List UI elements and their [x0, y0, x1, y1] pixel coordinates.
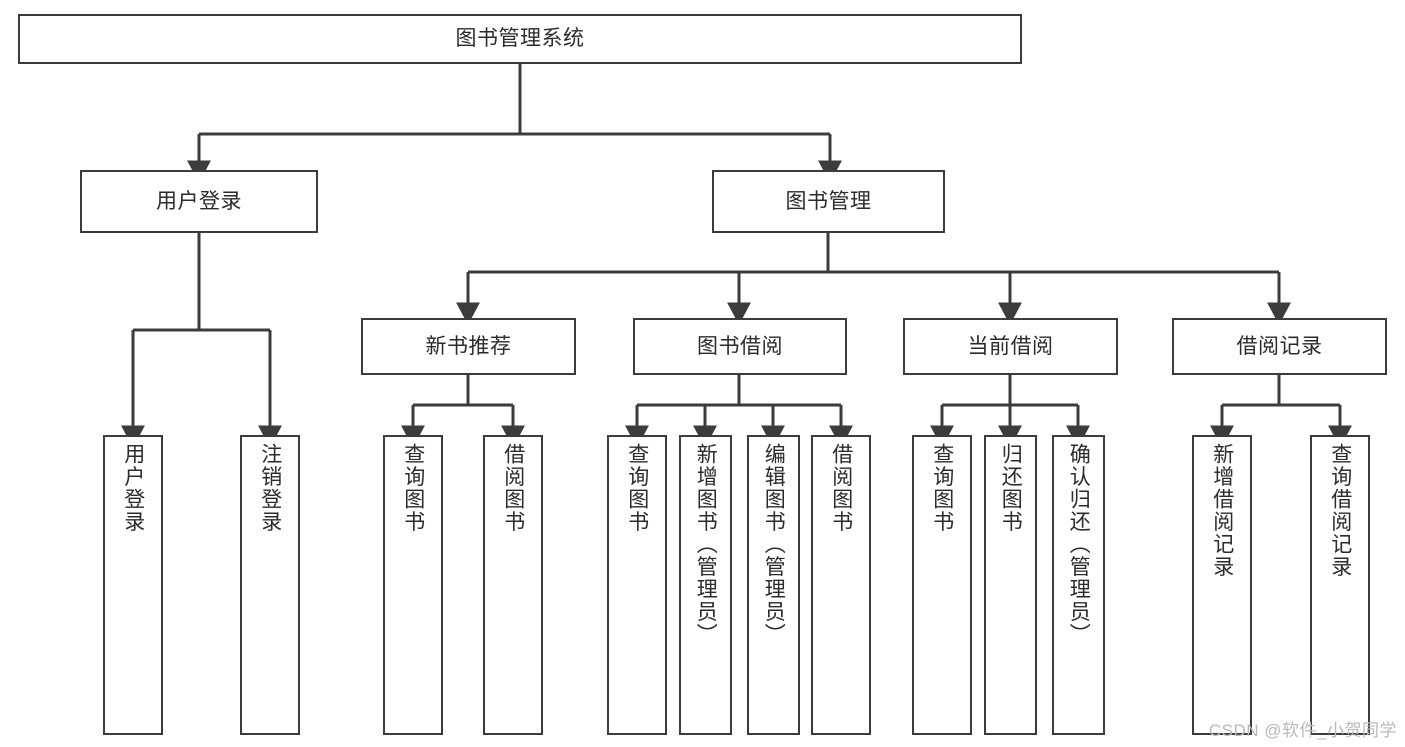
- node-book-borrow[interactable]: 图书借阅: [633, 318, 847, 375]
- leaf-logout-login[interactable]: 注销登录: [240, 435, 300, 735]
- leaf-return-book[interactable]: 归还图书: [984, 435, 1037, 735]
- node-label: 用户登录: [156, 189, 242, 213]
- leaf-query-book-newbook[interactable]: 查询图书: [383, 435, 443, 735]
- leaf-add-borrow-record[interactable]: 新增借阅记录: [1192, 435, 1252, 735]
- node-label: 查询图书: [401, 443, 425, 533]
- node-borrow-record[interactable]: 借阅记录: [1172, 318, 1387, 375]
- node-label: 查询借阅记录: [1328, 443, 1352, 578]
- node-label: 用户登录: [121, 443, 145, 533]
- node-book-management[interactable]: 图书管理: [712, 170, 945, 233]
- leaf-borrow-book[interactable]: 借阅图书: [811, 435, 871, 735]
- leaf-confirm-return-admin[interactable]: 确认归还（管理员）: [1052, 435, 1105, 735]
- node-label: 新书推荐: [425, 334, 512, 358]
- node-label: 新增借阅记录: [1210, 443, 1234, 578]
- node-label: 借阅图书: [501, 443, 525, 533]
- node-label: 借阅记录: [1236, 334, 1323, 358]
- node-label: 确认归还（管理员）: [1067, 443, 1091, 646]
- leaf-edit-book-admin[interactable]: 编辑图书（管理员）: [747, 435, 800, 735]
- leaf-add-book-admin[interactable]: 新增图书（管理员）: [679, 435, 732, 735]
- node-new-book-recommend[interactable]: 新书推荐: [361, 318, 576, 375]
- leaf-query-borrow-record[interactable]: 查询借阅记录: [1310, 435, 1370, 735]
- node-label: 图书借阅: [697, 334, 783, 358]
- node-label: 查询图书: [930, 443, 954, 533]
- leaf-user-login[interactable]: 用户登录: [103, 435, 163, 735]
- node-label: 图书管理系统: [455, 27, 585, 51]
- node-label: 归还图书: [999, 443, 1023, 533]
- node-label: 注销登录: [258, 443, 282, 533]
- node-label: 新增图书（管理员）: [694, 443, 718, 646]
- node-label: 编辑图书（管理员）: [762, 443, 786, 646]
- node-current-borrow[interactable]: 当前借阅: [903, 318, 1118, 375]
- leaf-query-book-borrow[interactable]: 查询图书: [607, 435, 667, 735]
- leaf-query-book-current[interactable]: 查询图书: [912, 435, 972, 735]
- node-label: 当前借阅: [967, 334, 1054, 358]
- node-label: 查询图书: [625, 443, 649, 533]
- node-label: 图书管理: [785, 189, 872, 213]
- node-root-system[interactable]: 图书管理系统: [18, 14, 1022, 64]
- watermark-text: CSDN @软件_小贺同学: [1208, 721, 1397, 740]
- node-label: 借阅图书: [829, 443, 853, 533]
- node-user-login[interactable]: 用户登录: [80, 170, 318, 233]
- leaf-borrow-book-newbook[interactable]: 借阅图书: [483, 435, 543, 735]
